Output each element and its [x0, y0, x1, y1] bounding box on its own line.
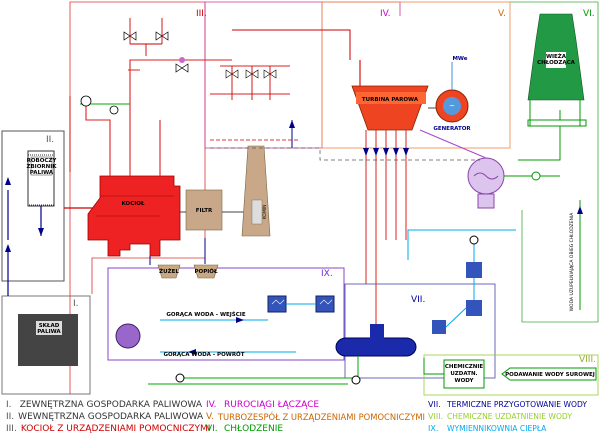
filter	[185, 189, 223, 231]
chem-water-label-1: CHEMICZNIE	[445, 364, 484, 370]
fuel-tank-label-3: PALIWA	[30, 170, 54, 176]
slag-hopper	[157, 264, 181, 279]
section-label-4: IV.	[380, 9, 391, 19]
fuel-storage-label-1: SKŁAD	[39, 323, 60, 329]
legend-item: VI. CHŁODZENIE	[206, 424, 424, 436]
cooling-tower-label-2: CHŁODZĄCA	[537, 60, 575, 66]
boiler-label: KOCIOŁ	[122, 201, 145, 207]
turbine-label: TURBINA PAROWA	[362, 97, 419, 103]
section-frame-2	[1, 130, 65, 282]
chem-water-label-3: WODY	[455, 378, 475, 384]
legend-num: IX.	[428, 424, 439, 433]
legend-text: CHEMICZNE UZDATNIENIE WODY	[447, 412, 572, 421]
section-label-8: VIII.	[579, 355, 596, 365]
section-frame-8	[423, 354, 599, 396]
mwe-label: MWe	[452, 56, 467, 62]
section-frame-7	[344, 283, 496, 379]
legend-text: KOCIOŁ Z URZĄDZENIAMI POMOCNICZYMI	[20, 424, 211, 434]
slag-label: ŻUŻEL	[159, 268, 179, 275]
exchanger-2	[315, 295, 335, 313]
fuel-tank-label-1: ROBOCZY	[27, 158, 58, 164]
legend-num: IV.	[206, 400, 217, 410]
section-label-5: V.	[498, 9, 506, 19]
section-frame-9	[107, 267, 345, 361]
legend-num: V.	[206, 412, 214, 422]
legend-num: VI.	[206, 424, 218, 434]
section-label-9: IX.	[321, 269, 333, 279]
section-frame-1	[1, 295, 91, 395]
legend: I. ZEWNĘTRZNA GOSPODARKA PALIWOWA II. WE…	[0, 398, 600, 438]
chimney	[241, 145, 271, 237]
legend-column-right: VII. TERMICZNE PRZYGOTOWANIE WODY VIII. …	[428, 400, 598, 436]
legend-item: IV. RUROCIĄGI ŁĄCZĄCE	[206, 400, 424, 412]
ash-label: POPIÓŁ	[195, 268, 218, 275]
hot-water-return-label: GORĄCA WODA - POWRÓT	[163, 351, 244, 358]
chem-water-label-2: UZDATN.	[450, 371, 477, 377]
generator-label: GENERATOR	[433, 126, 471, 132]
section-label-7: VII.	[411, 295, 425, 305]
legend-item: II. WEWNĘTRZNA GOSPODARKA PALIWOWA	[6, 412, 204, 424]
legend-item: I. ZEWNĘTRZNA GOSPODARKA PALIWOWA	[6, 400, 202, 412]
chimney-label: KOMIN	[262, 205, 268, 220]
legend-column-left: I. ZEWNĘTRZNA GOSPODARKA PALIWOWA II. WE…	[6, 400, 210, 436]
legend-text: CHŁODZENIE	[224, 424, 284, 434]
legend-text: WYMIENNIKOWNIA CIEPŁA	[447, 424, 547, 433]
legend-num: III.	[6, 424, 17, 434]
legend-num: VII.	[428, 400, 441, 409]
legend-item: III. KOCIOŁ Z URZĄDZENIAMI POMOCNICZYMI	[6, 424, 210, 436]
legend-item: IX. WYMIENNIKOWNIA CIEPŁA	[428, 424, 598, 436]
legend-num: I.	[6, 400, 12, 410]
section-label-3: III.	[196, 9, 207, 19]
section-label-1: I.	[73, 299, 79, 309]
section-label-6: VI.	[583, 9, 595, 19]
cooling-water-supply-label: WODA UZUPEŁNIAJĄCA OBIEG CHŁODZENIA	[569, 212, 575, 312]
legend-item: V. TURBOZESPÓŁ Z URZĄDZENIAMI POMOCNICZY…	[206, 412, 426, 424]
legend-text: TURBOZESPÓŁ Z URZĄDZENIAMI POMOCNICZYMI	[217, 412, 426, 422]
legend-text: TERMICZNE PRZYGOTOWANIE WODY	[447, 400, 588, 409]
heat-exchanger-station	[115, 323, 141, 349]
section-label-2: II.	[46, 135, 54, 145]
deaerator	[335, 337, 417, 357]
fuel-tank-label-2: ZBIORNIK	[26, 164, 57, 170]
legend-item: VIII. CHEMICZNE UZDATNIENIE WODY	[428, 412, 598, 424]
ash-hopper	[193, 264, 219, 279]
legend-text: ZEWNĘTRZNA GOSPODARKA PALIWOWA	[19, 400, 202, 410]
legend-column-middle: IV. RUROCIĄGI ŁĄCZĄCE V. TURBOZESPÓŁ Z U…	[206, 400, 426, 436]
raw-water-label: PODAWANIE WODY SUROWEJ	[505, 372, 595, 378]
fuel-storage-label-2: PALIWA	[37, 329, 61, 335]
exchanger-1	[267, 295, 287, 313]
chemical-water-unit	[443, 359, 485, 389]
filter-label: FILTR	[196, 208, 213, 214]
legend-text: WEWNĘTRZNA GOSPODARKA PALIWOWA	[18, 412, 204, 422]
legend-num: II.	[6, 412, 15, 422]
legend-text: RUROCIĄGI ŁĄCZĄCE	[224, 400, 320, 410]
section-frame-4	[204, 1, 323, 149]
section-frame-6	[510, 1, 599, 323]
section-frame-5	[321, 1, 511, 149]
cooling-tower-label-1: WIEŻA	[546, 53, 567, 60]
generator-icon: ~	[449, 102, 455, 110]
legend-num: VIII.	[428, 412, 444, 421]
raw-water-arrow	[501, 367, 597, 381]
legend-item: VII. TERMICZNE PRZYGOTOWANIE WODY	[428, 400, 598, 412]
hot-water-in-label: GORĄCA WODA - WEJŚCIE	[166, 311, 245, 318]
